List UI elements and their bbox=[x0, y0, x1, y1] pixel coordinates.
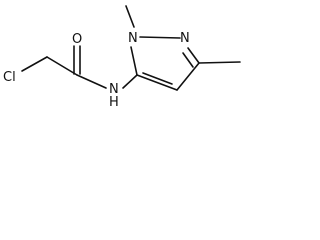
atom-label-amide-hydrogen: H bbox=[109, 95, 119, 110]
atom-label-chlorine: Cl bbox=[3, 70, 16, 85]
bond-n2-c3-b bbox=[182, 52, 194, 68]
atom-label-ring-nitrogen-2: N bbox=[180, 31, 190, 46]
bond-c3-methyl bbox=[198, 61, 241, 64]
bond-carbonyl-nh bbox=[76, 74, 107, 89]
atom-label-group: Cl O N H N N bbox=[3, 31, 190, 110]
bond-c4-c5-b bbox=[142, 72, 173, 85]
bond-c4-c5-a bbox=[136, 74, 178, 91]
bond-c3-c4 bbox=[176, 62, 200, 91]
bond-n2-c3-a bbox=[187, 47, 200, 64]
bond-nh-ring bbox=[122, 74, 138, 89]
structure-canvas: Cl O N H N N bbox=[0, 0, 260, 110]
bond-cl-ch2 bbox=[21, 56, 48, 72]
bond-n1-methyl bbox=[125, 5, 135, 28]
atom-label-oxygen: O bbox=[72, 32, 82, 47]
chemical-structure-diagram: Cl O N H N N bbox=[3, 5, 241, 110]
bond-ch2-carbonyl bbox=[46, 56, 78, 76]
bond-n1-n2 bbox=[139, 36, 181, 39]
bond-group bbox=[21, 5, 241, 91]
bond-c5-n1 bbox=[130, 46, 138, 76]
atom-label-ring-nitrogen-1: N bbox=[128, 31, 138, 46]
atom-label-amide-nitrogen: N bbox=[109, 82, 119, 97]
